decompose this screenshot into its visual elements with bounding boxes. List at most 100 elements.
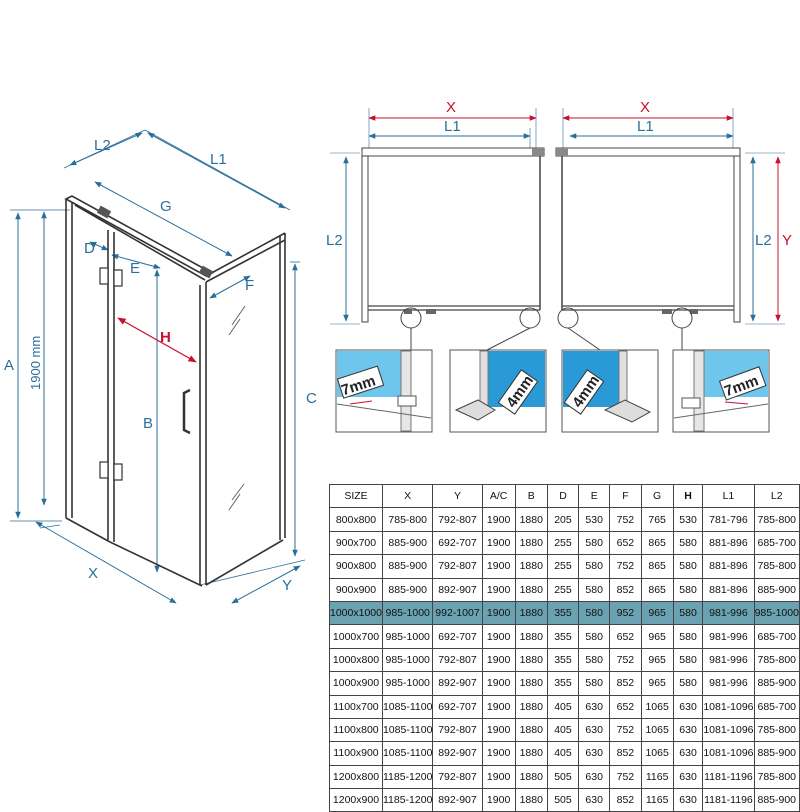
enclosure-3d-view: L2 L1 G D E F A 1900 mm H B C X Y bbox=[4, 129, 317, 604]
table-cell: 1900 bbox=[481, 788, 516, 812]
table-cell: 405 bbox=[546, 694, 580, 719]
table-cell: 1065 bbox=[640, 741, 674, 766]
table-cell: 692-707 bbox=[432, 530, 483, 556]
label-h: H bbox=[160, 329, 171, 346]
plan-view-left: X L1 L2 bbox=[326, 99, 545, 351]
table-cell: 852 bbox=[609, 788, 642, 812]
table-cell: 580 bbox=[578, 624, 611, 649]
table-cell: 580 bbox=[578, 530, 611, 556]
table-cell: 255 bbox=[546, 530, 580, 556]
table-cell: 1085-1100 bbox=[381, 741, 434, 766]
column-header: X bbox=[381, 483, 434, 509]
table-cell: 505 bbox=[546, 788, 580, 812]
table-cell: 792-807 bbox=[432, 764, 483, 790]
table-cell: 1000x1000 bbox=[329, 600, 383, 626]
plan-left-l1: L1 bbox=[444, 118, 461, 135]
table-cell: 580 bbox=[672, 624, 704, 649]
table-cell: 1081-1096 bbox=[702, 694, 755, 719]
table-cell: 1900 bbox=[481, 554, 516, 579]
table-cell: 985-1000 bbox=[381, 600, 434, 626]
table-cell: 1880 bbox=[514, 507, 548, 532]
table-cell: 1100x700 bbox=[329, 694, 383, 719]
table-cell: 355 bbox=[546, 671, 580, 696]
column-header: SIZE bbox=[329, 483, 383, 509]
table-cell: 800x800 bbox=[329, 507, 383, 532]
column-header: G bbox=[640, 483, 674, 509]
table-cell: 792-807 bbox=[432, 717, 483, 743]
table-cell: 865 bbox=[640, 577, 674, 602]
plan-view-right: X L1 L2 Y bbox=[555, 99, 792, 351]
column-header: A/C bbox=[481, 483, 516, 509]
table-cell: 792-807 bbox=[432, 554, 483, 579]
table-cell: 765 bbox=[640, 507, 674, 532]
table-cell: 1900 bbox=[481, 624, 516, 649]
detail-2: 4mm bbox=[449, 349, 547, 433]
table-cell: 752 bbox=[609, 507, 642, 532]
table-cell: 752 bbox=[609, 647, 642, 673]
label-d: D bbox=[84, 240, 95, 257]
table-cell: 1900 bbox=[481, 577, 516, 602]
table-cell: 580 bbox=[672, 647, 704, 673]
table-cell: 652 bbox=[609, 530, 642, 556]
table-cell: 785-800 bbox=[753, 764, 800, 790]
table-cell: 405 bbox=[546, 741, 580, 766]
table-cell: 685-700 bbox=[753, 530, 800, 556]
table-cell: 1165 bbox=[640, 764, 674, 790]
label-x: X bbox=[88, 565, 98, 582]
table-cell: 1880 bbox=[514, 741, 548, 766]
table-cell: 1880 bbox=[514, 717, 548, 743]
table-cell: 355 bbox=[546, 624, 580, 649]
table-cell: 792-807 bbox=[432, 647, 483, 673]
table-cell: 1000x800 bbox=[329, 647, 383, 673]
plan-left-l2: L2 bbox=[326, 232, 343, 249]
table-cell: 630 bbox=[578, 764, 611, 790]
table-cell: 1200x900 bbox=[329, 788, 383, 812]
table-cell: 580 bbox=[672, 600, 704, 626]
column-header: E bbox=[578, 483, 611, 509]
table-cell: 1081-1096 bbox=[702, 741, 755, 766]
table-cell: 981-996 bbox=[702, 671, 755, 696]
table-cell: 630 bbox=[578, 717, 611, 743]
table-cell: 881-896 bbox=[702, 577, 755, 602]
table-cell: 1880 bbox=[514, 788, 548, 812]
label-y: Y bbox=[282, 577, 292, 594]
column-header: Y bbox=[432, 483, 483, 509]
table-cell: 1185-1200 bbox=[381, 788, 434, 812]
table-cell: 580 bbox=[578, 647, 611, 673]
table-cell: 1085-1100 bbox=[381, 694, 434, 719]
table-cell: 965 bbox=[640, 647, 674, 673]
table-cell: 781-796 bbox=[702, 507, 755, 532]
table-cell: 1880 bbox=[514, 647, 548, 673]
table-cell: 685-700 bbox=[753, 624, 800, 649]
table-cell: 1000x900 bbox=[329, 671, 383, 696]
detail-1: 7mm bbox=[335, 349, 433, 433]
table-cell: 981-996 bbox=[702, 624, 755, 649]
table-cell: 630 bbox=[672, 788, 704, 812]
table-cell: 752 bbox=[609, 717, 642, 743]
column-header: L2 bbox=[753, 483, 800, 509]
table-cell: 892-907 bbox=[432, 741, 483, 766]
table-cell: 405 bbox=[546, 717, 580, 743]
table-cell: 881-896 bbox=[702, 554, 755, 579]
table-cell: 900x800 bbox=[329, 554, 383, 579]
table-cell: 792-807 bbox=[432, 507, 483, 532]
table-cell: 985-1000 bbox=[381, 624, 434, 649]
table-cell: 785-800 bbox=[753, 647, 800, 673]
table-cell: 785-800 bbox=[381, 507, 434, 532]
table-cell: 752 bbox=[609, 764, 642, 790]
table-cell: 1000x700 bbox=[329, 624, 383, 649]
plan-right-x: X bbox=[640, 99, 650, 116]
table-cell: 692-707 bbox=[432, 624, 483, 649]
table-cell: 892-907 bbox=[432, 577, 483, 602]
label-b: B bbox=[143, 415, 153, 432]
table-cell: 852 bbox=[609, 671, 642, 696]
table-cell: 580 bbox=[578, 600, 611, 626]
plan-right-l2: L2 bbox=[755, 232, 772, 249]
table-cell: 1900 bbox=[481, 741, 516, 766]
